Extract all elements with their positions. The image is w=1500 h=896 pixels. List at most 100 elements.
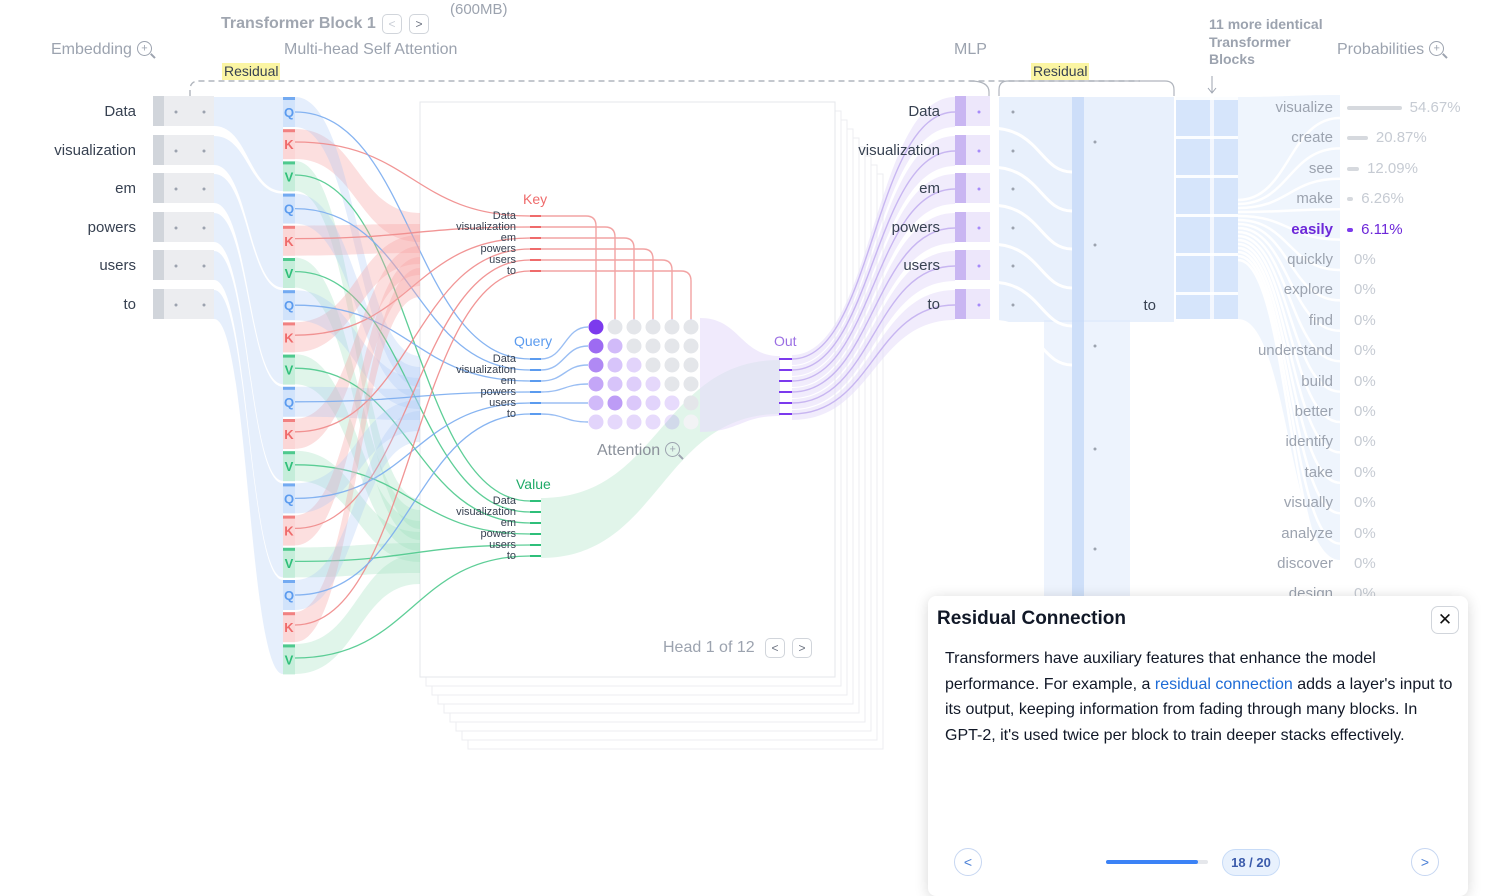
attention-cell [683,319,699,335]
embedding-dot [202,226,206,230]
key-band [295,235,420,353]
more-blocks-gap [1176,136,1238,139]
probability-value: 6.26% [1361,190,1404,208]
qkv-letter: Q [284,588,294,603]
key-token-label: visualization [456,221,516,233]
residual-connection-link[interactable]: residual connection [1154,675,1293,693]
popup-next-button[interactable]: > [1411,848,1439,876]
embedding-header[interactable]: Embedding+ [51,41,152,59]
value-band [295,161,420,529]
prev-block-button[interactable]: < [382,14,402,34]
qkv-letter: Q [284,105,294,120]
chevron-right-icon: > [798,641,806,655]
probability-bar [1347,136,1368,141]
popup-body: Transformers have auxiliary features tha… [945,646,1457,748]
mlp-dot [1093,547,1097,551]
popup-text-after: adds a layer's input to its output, keep… [945,675,1453,744]
value-curve [294,555,531,659]
attention-cell [607,395,623,411]
key-token-label: em [500,232,516,244]
residual-label-2[interactable]: Residual [1031,63,1090,80]
mlp-bar [955,289,966,319]
probability-word[interactable]: see [1308,159,1333,177]
mlp-dot [1011,149,1015,153]
qkv-cell [283,354,295,385]
mlp-hidden [1044,320,1130,640]
out-label: Out [774,333,797,349]
key-curve [294,248,531,433]
mlp-dot [977,149,981,153]
probability-bar [1347,227,1354,232]
chevron-left-icon: < [771,641,779,655]
logits-separator [1237,116,1341,202]
close-icon: ✕ [1437,610,1453,629]
attention-cell [683,414,699,430]
query-curve [294,413,531,596]
mlp-token[interactable]: to [927,296,940,313]
value-token-label: visualization [456,506,516,518]
probability-word[interactable]: visually [1283,494,1333,512]
attention-cell [664,395,680,411]
embedding-to-qkv-band [214,213,283,481]
qkv-letter: V [285,266,294,281]
probability-word[interactable]: create [1291,129,1333,147]
input-token[interactable]: em [115,180,136,197]
residual-label-1[interactable]: Residual [222,63,281,80]
probability-word[interactable]: better [1294,403,1333,420]
probability-word[interactable]: easily [1291,220,1333,238]
next-head-button[interactable]: > [792,638,812,658]
probability-word[interactable]: quickly [1287,251,1333,268]
attention-matrix-label[interactable]: Attention+ [597,442,681,460]
probability-word[interactable]: visualize [1275,99,1333,116]
probability-bar [1347,166,1360,171]
input-token[interactable]: Data [104,103,136,120]
probability-word[interactable]: identify [1285,433,1333,451]
popup-title: Residual Connection [937,608,1126,629]
probability-word[interactable]: explore [1283,281,1333,299]
probability-value: 0% [1354,555,1376,572]
zoom-in-icon[interactable]: + [136,41,152,56]
zoom-in-icon[interactable]: + [1429,41,1445,56]
probability-value: 0% [1354,524,1376,542]
probability-word[interactable]: make [1296,190,1333,208]
query-band [295,97,420,387]
probability-word[interactable]: understand [1257,342,1333,360]
mlp-token[interactable]: powers [891,219,940,236]
mlp-token[interactable]: visualization [858,142,940,159]
logits-separator [1237,207,1341,214]
input-token[interactable]: visualization [54,142,136,159]
embedding-dot [174,226,178,230]
probability-word[interactable]: build [1301,372,1333,390]
logits-separator [1237,254,1341,545]
probabilities-header[interactable]: Probabilities+ [1337,41,1445,59]
mlp-token[interactable]: em [919,180,940,197]
probability-word[interactable]: find [1308,311,1333,329]
probability-word[interactable]: take [1304,463,1333,481]
key-band [295,129,420,242]
qkv-cell [283,419,295,449]
close-button[interactable]: ✕ [1431,606,1459,634]
probability-word[interactable]: analyze [1281,524,1333,542]
qkv-cell [283,644,295,675]
more-blocks-gap [1176,97,1238,100]
popup-prev-button[interactable]: < [954,848,982,876]
mlp-token[interactable]: users [903,257,940,274]
zoom-in-icon[interactable]: + [665,442,681,457]
query-curve [294,391,531,403]
input-token[interactable]: powers [87,219,136,236]
next-block-button[interactable]: > [409,14,429,34]
logits-separator [1237,230,1341,363]
embedding-bar [153,212,164,242]
key-band [295,224,420,256]
logits-separator [1237,238,1341,424]
query-token-label: powers [480,386,516,398]
residual-path-3 [969,80,990,96]
block-title: Transformer Block 1 [221,15,376,32]
mlp-separator [989,165,1073,213]
probability-word[interactable]: discover [1277,555,1333,572]
prev-head-button[interactable]: < [765,638,785,658]
qkv-cell [283,290,295,321]
input-token[interactable]: users [99,257,136,274]
input-token[interactable]: to [123,296,136,313]
mlp-token[interactable]: Data [908,103,940,120]
